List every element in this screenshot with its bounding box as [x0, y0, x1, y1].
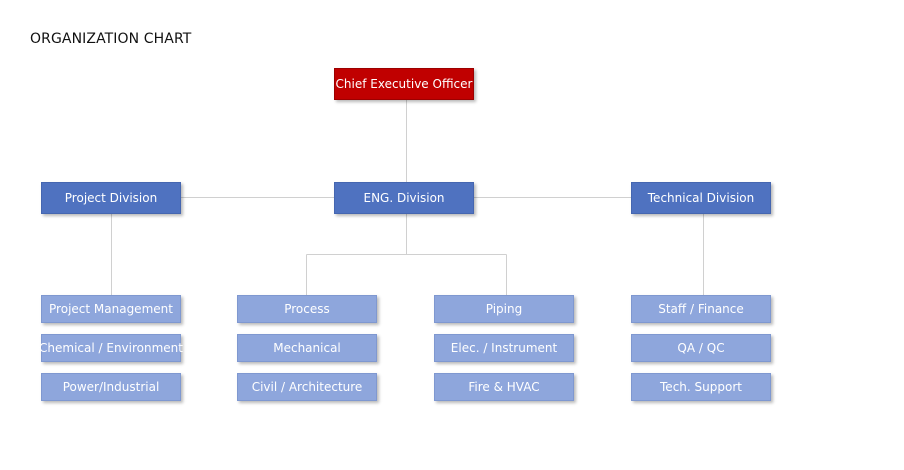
project-division-label: Project Division: [64, 191, 158, 205]
dept-label: Process: [284, 302, 330, 316]
dept-fire-hvac[interactable]: Fire & HVAC: [434, 373, 574, 401]
dept-label: Power/Industrial: [62, 380, 160, 394]
dept-chemical-environment[interactable]: Chemical / Environment: [39, 334, 183, 362]
dept-label: QA / QC: [677, 341, 725, 355]
eng-division-label: ENG. Division: [363, 191, 445, 205]
dept-label: Fire & HVAC: [468, 380, 540, 394]
chart-title: ORGANIZATION CHART: [30, 31, 192, 47]
dept-label: Project Management: [49, 302, 173, 316]
technical-division-label: Technical Division: [647, 191, 755, 205]
dept-project-management[interactable]: Project Management: [41, 295, 181, 323]
dept-elec-instrument[interactable]: Elec. / Instrument: [434, 334, 574, 362]
dept-mechanical[interactable]: Mechanical: [237, 334, 377, 362]
dept-tech-support[interactable]: Tech. Support: [631, 373, 771, 401]
dept-label: Civil / Architecture: [251, 380, 363, 394]
dept-piping[interactable]: Piping: [434, 295, 574, 323]
dept-qa-qc[interactable]: QA / QC: [631, 334, 771, 362]
dept-label: Chemical / Environment: [39, 341, 183, 355]
dept-label: Tech. Support: [660, 380, 742, 394]
dept-civil-architecture[interactable]: Civil / Architecture: [237, 373, 377, 401]
technical-division-box[interactable]: Technical Division: [631, 182, 771, 214]
project-division-box[interactable]: Project Division: [41, 182, 181, 214]
ceo-box[interactable]: Chief Executive Officer: [334, 68, 474, 100]
dept-label: Elec. / Instrument: [450, 341, 558, 355]
dept-label: Mechanical: [273, 341, 341, 355]
ceo-label: Chief Executive Officer: [335, 77, 473, 91]
dept-staff-finance[interactable]: Staff / Finance: [631, 295, 771, 323]
dept-label: Staff / Finance: [658, 302, 744, 316]
dept-label: Piping: [485, 302, 523, 316]
dept-power-industrial[interactable]: Power/Industrial: [41, 373, 181, 401]
dept-process[interactable]: Process: [237, 295, 377, 323]
eng-division-box[interactable]: ENG. Division: [334, 182, 474, 214]
